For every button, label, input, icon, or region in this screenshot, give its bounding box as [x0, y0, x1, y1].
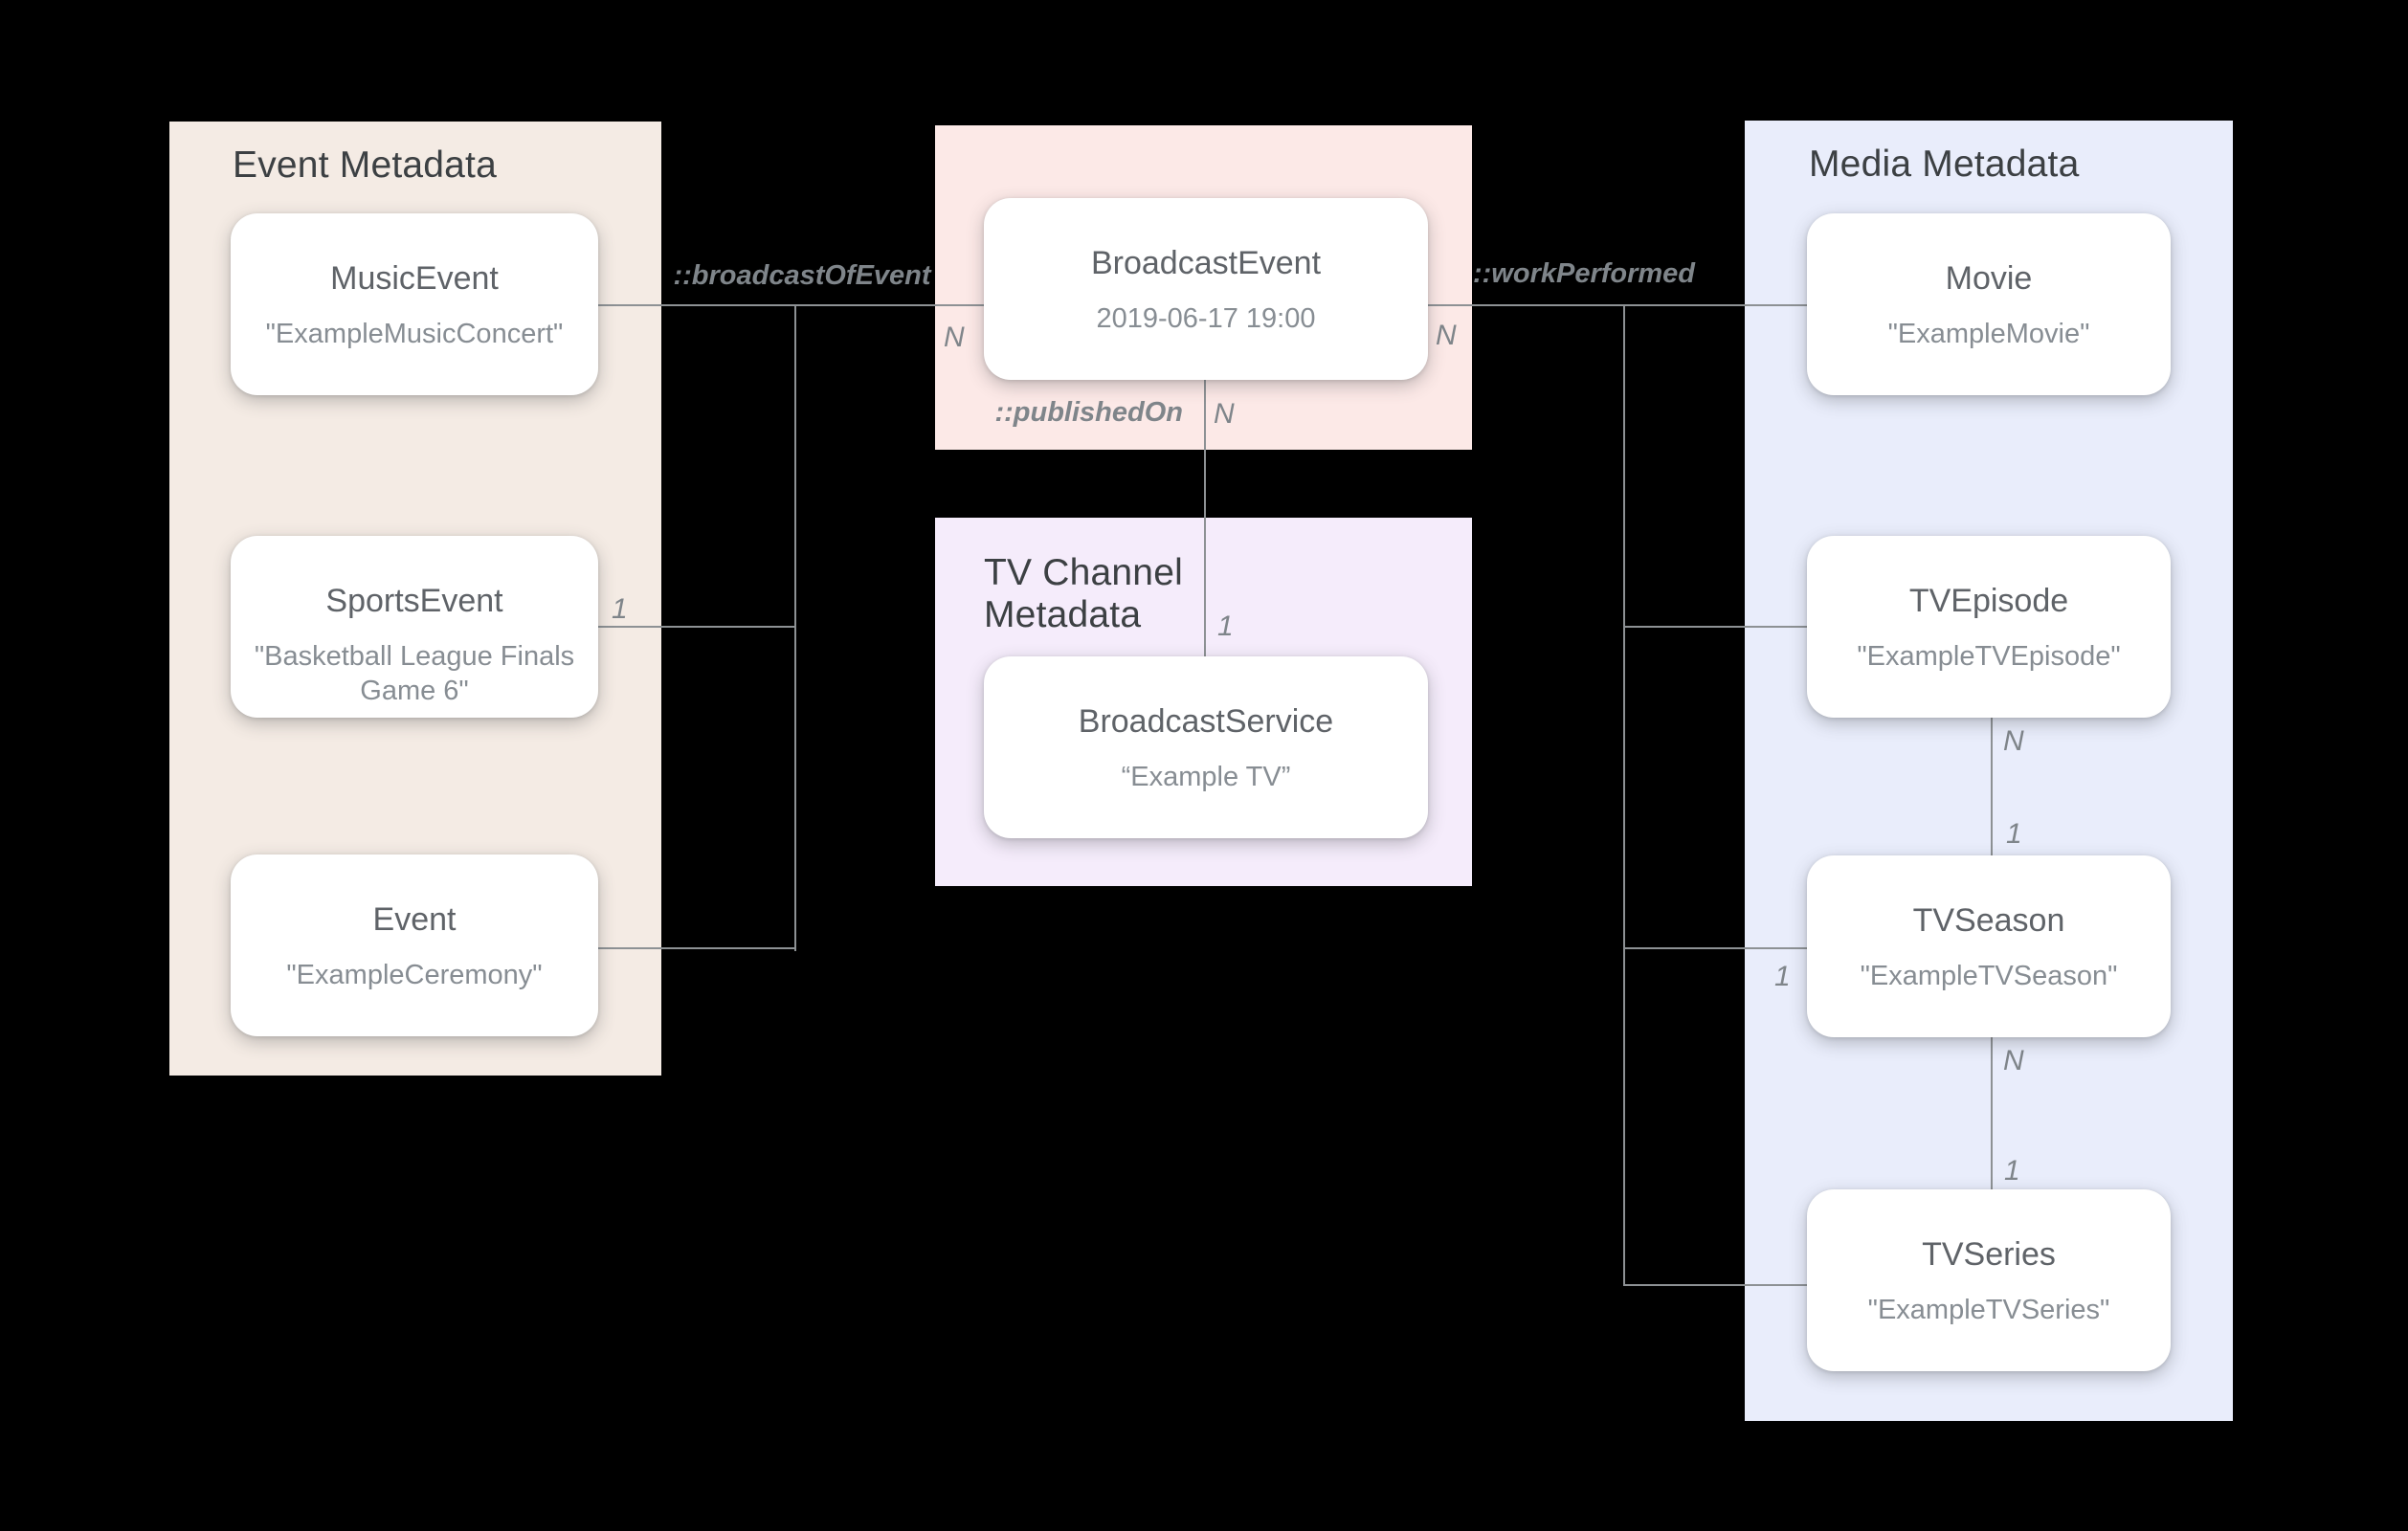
cardinality-season-series-1: 1 [2004, 1155, 2020, 1187]
sportsevent-node: SportsEvent "Basketball League Finals Ga… [231, 536, 598, 718]
cardinality-episode-season-1: 1 [2006, 818, 2022, 850]
cardinality-service-1: 1 [1217, 610, 1234, 642]
work-performed-label: ::workPerformed [1472, 258, 1696, 289]
tv-channel-metadata-title: TV Channel Metadata [984, 552, 1183, 635]
node-value: "ExampleCeremony" [286, 960, 543, 990]
node-value: "ExampleMusicConcert" [265, 319, 564, 349]
tvseason-node: TVSeason "ExampleTVSeason" [1807, 855, 2171, 1037]
tvseason-branch-connector [1623, 947, 1807, 949]
cardinality-sports-1: 1 [612, 593, 628, 625]
node-value: "Basketball League Finals Game 6" [254, 641, 575, 706]
tvseries-branch-connector [1623, 1284, 1807, 1286]
broadcastevent-node: BroadcastEvent 2019-06-17 19:00 [984, 198, 1428, 380]
tvseason-tvseries-connector [1991, 1036, 1993, 1189]
node-name: Movie [1945, 260, 2033, 297]
musicevent-broadcastevent-connector [598, 304, 984, 306]
node-name: TVSeason [1912, 902, 2065, 939]
media-branch-vertical-connector [1623, 304, 1625, 1286]
published-on-label: ::publishedOn [994, 397, 1183, 428]
event-branch-vertical-connector [794, 304, 796, 951]
cardinality-season-branch-1: 1 [1774, 961, 1791, 992]
tvepisode-branch-connector [1623, 626, 1807, 628]
tvepisode-tvseason-connector [1991, 718, 1993, 855]
node-name: Event [372, 901, 457, 938]
node-value: 2019-06-17 19:00 [1096, 303, 1316, 334]
event-branch-connector [598, 947, 796, 949]
broadcastevent-broadcastservice-connector [1204, 380, 1206, 656]
node-name: TVEpisode [1908, 583, 2069, 619]
movie-node: Movie "ExampleMovie" [1807, 213, 2171, 395]
node-name: MusicEvent [330, 260, 499, 297]
node-value: "ExampleTVSeries" [1867, 1295, 2110, 1325]
event-metadata-title: Event Metadata [233, 144, 497, 186]
cardinality-movie-n: N [1436, 320, 1457, 351]
node-value: "ExampleTVEpisode" [1857, 641, 2121, 672]
musicevent-node: MusicEvent "ExampleMusicConcert" [231, 213, 598, 395]
event-node: Event "ExampleCeremony" [231, 854, 598, 1036]
node-value: "ExampleTVSeason" [1860, 961, 2118, 991]
node-name: TVSeries [1922, 1236, 2056, 1273]
cardinality-season-series-n: N [2003, 1045, 2024, 1076]
broadcastservice-node: BroadcastService “Example TV” [984, 656, 1428, 838]
sportsevent-branch-connector [598, 626, 796, 628]
node-value: "ExampleMovie" [1887, 319, 2090, 349]
broadcast-of-event-label: ::broadcastOfEvent [673, 260, 931, 291]
tvseries-node: TVSeries "ExampleTVSeries" [1807, 1189, 2171, 1371]
tvepisode-node: TVEpisode "ExampleTVEpisode" [1807, 536, 2171, 718]
cardinality-published-n: N [1214, 398, 1235, 430]
node-name: BroadcastEvent [1090, 245, 1322, 281]
cardinality-music-n: N [944, 322, 965, 353]
cardinality-episode-season-n: N [2003, 725, 2024, 757]
node-value: “Example TV” [1121, 762, 1291, 792]
node-name: SportsEvent [325, 583, 503, 619]
media-metadata-title: Media Metadata [1809, 144, 2080, 185]
broadcastevent-movie-connector [1428, 304, 1807, 306]
node-name: BroadcastService [1078, 703, 1334, 740]
